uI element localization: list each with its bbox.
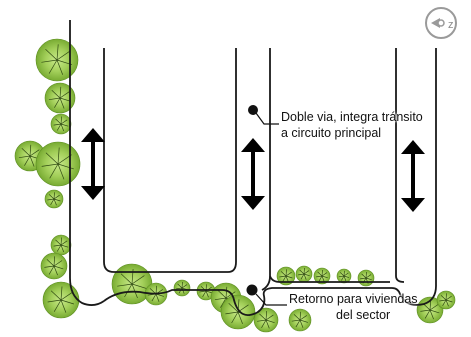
leader-lines	[246, 105, 287, 306]
middle-street-right-edge	[395, 48, 405, 283]
tree-icon	[50, 234, 72, 256]
tree-icon	[276, 266, 296, 286]
north-arrow-icon: z	[425, 7, 457, 39]
tree-icon	[44, 82, 76, 114]
retorno-label-line1: Retorno para viviendas	[289, 292, 418, 306]
tree-icon	[336, 268, 352, 284]
return-loop-edge	[103, 285, 437, 316]
double-arrow-icon	[81, 128, 105, 200]
tree-icon	[44, 189, 64, 209]
tree-icon	[173, 279, 191, 297]
double-arrow-icon	[241, 138, 265, 210]
tree-icon	[35, 38, 79, 82]
tree-icon	[436, 290, 456, 310]
tree-icon	[50, 113, 72, 135]
doble-via-label-line2: a circuito principal	[281, 126, 382, 140]
double-arrow-icon	[401, 140, 425, 212]
tree-icon	[313, 267, 331, 285]
tree-icon	[42, 281, 80, 319]
connector-edge	[269, 275, 390, 283]
middle-street-left-edge	[261, 48, 271, 291]
via-marker-dot	[248, 105, 258, 115]
retorno-label-line2: del sector	[336, 308, 391, 322]
street-outlines	[69, 20, 437, 316]
retorno-marker-dot	[246, 284, 258, 296]
tree-icon	[253, 307, 279, 333]
tree-icon	[357, 269, 375, 287]
left-street-inner-edge	[103, 48, 237, 273]
tree-icon	[40, 252, 68, 280]
tree-icon	[35, 141, 81, 187]
tree-icon	[220, 294, 256, 330]
north-symbol-glyph: z	[448, 19, 454, 31]
doble-via-label-line1: Doble via, integra tránsito	[281, 110, 423, 124]
tree-icon	[295, 265, 313, 283]
retorno-leader-line	[255, 293, 287, 306]
via-leader-line	[255, 112, 279, 125]
tree-icon	[288, 308, 312, 332]
left-street-outer-edge	[69, 20, 105, 306]
arrows-group	[81, 128, 425, 212]
